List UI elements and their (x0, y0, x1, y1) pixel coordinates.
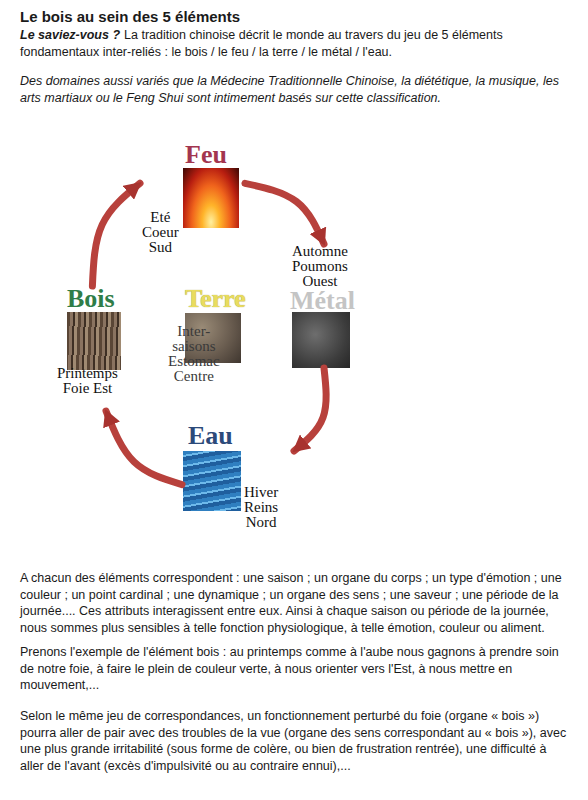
element-name: Métal (290, 288, 355, 314)
cycle-arrow (294, 368, 326, 451)
paragraph-text: A chacun des éléments correspondent : un… (20, 571, 562, 635)
element-texture (183, 451, 241, 511)
element-node: MétalAutomne Poumons Ouest (288, 244, 368, 368)
paragraph-text: Selon le même jeu de correspondances, un… (20, 709, 566, 773)
element-texture (292, 312, 350, 368)
element-texture (183, 168, 239, 228)
cycle-arrow (245, 183, 324, 244)
paragraph-text: Des domaines aussi variés que la Médecin… (20, 74, 559, 105)
element-name: Feu (185, 142, 227, 168)
paragraph: Des domaines aussi variés que la Médecin… (20, 73, 568, 106)
element-attributes: Printemps Foie Est (57, 366, 118, 396)
paragraph: A chacun des éléments correspondent : un… (20, 570, 568, 637)
element-node: TerreInter-saisons Estomac Centre (166, 286, 246, 370)
element-node: EauHiver Reins Nord (182, 423, 294, 535)
paragraph: Selon le même jeu de correspondances, un… (20, 708, 568, 775)
cycle-arrow (106, 411, 182, 485)
paragraph-text: Prenons l'exemple de l'élément bois : au… (20, 645, 559, 692)
element-node: FeuEté Coeur Sud (140, 142, 245, 260)
page-title: Le bois au sein des 5 éléments (20, 8, 240, 26)
paragraph: Prenons l'exemple de l'élément bois : au… (20, 644, 568, 694)
element-texture (67, 312, 121, 370)
element-attributes: Hiver Reins Nord (244, 485, 278, 530)
element-node: BoisPrintemps Foie Est (55, 286, 123, 411)
element-attributes: Inter-saisons Estomac Centre (168, 324, 220, 384)
element-name: Eau (188, 423, 233, 449)
element-attributes: Eté Coeur Sud (142, 210, 179, 255)
paragraph: Le saviez-vous ?La tradition chinoise dé… (20, 27, 568, 60)
cycle-arrow (92, 183, 140, 286)
element-attributes: Automne Poumons Ouest (292, 244, 348, 289)
element-name: Bois (67, 286, 115, 312)
lead-in: Le saviez-vous ? (20, 28, 120, 42)
element-name: Terre (185, 286, 246, 312)
